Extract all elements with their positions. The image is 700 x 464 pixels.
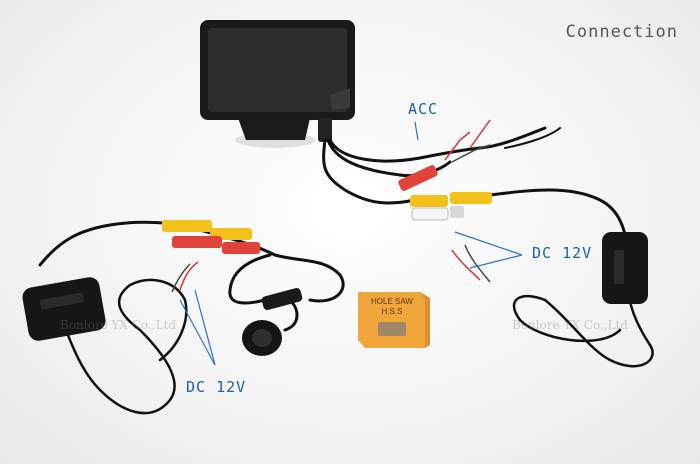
cables (38, 126, 654, 415)
rca-connectors-top (398, 165, 492, 221)
hole-saw-line2: H.S.S (381, 307, 403, 316)
monitor-screen (208, 28, 347, 112)
hole-saw-box-label: HOLE SAW H.S.S (364, 297, 420, 317)
watermark-left: Bonlore YX Co.,Ltd (60, 318, 177, 332)
monitor (200, 20, 355, 148)
monitor-stand (238, 118, 310, 140)
annotation-lines (179, 121, 523, 366)
connection-title: Connection (565, 22, 678, 42)
hole-saw-line1: HOLE SAW (371, 297, 413, 306)
label-dc-right: DC 12V (532, 244, 593, 262)
backup-camera (242, 287, 303, 356)
rca-connectors-left (162, 220, 260, 254)
thin-wires (171, 119, 491, 293)
wireless-module-left (22, 277, 106, 341)
hole-saw-box (358, 292, 430, 348)
label-acc: ACC (408, 100, 439, 118)
label-dc-left: DC 12V (186, 378, 247, 396)
watermark-right: Bonlore YX Co.,Ltd (512, 318, 629, 332)
wireless-module-right (602, 232, 648, 304)
